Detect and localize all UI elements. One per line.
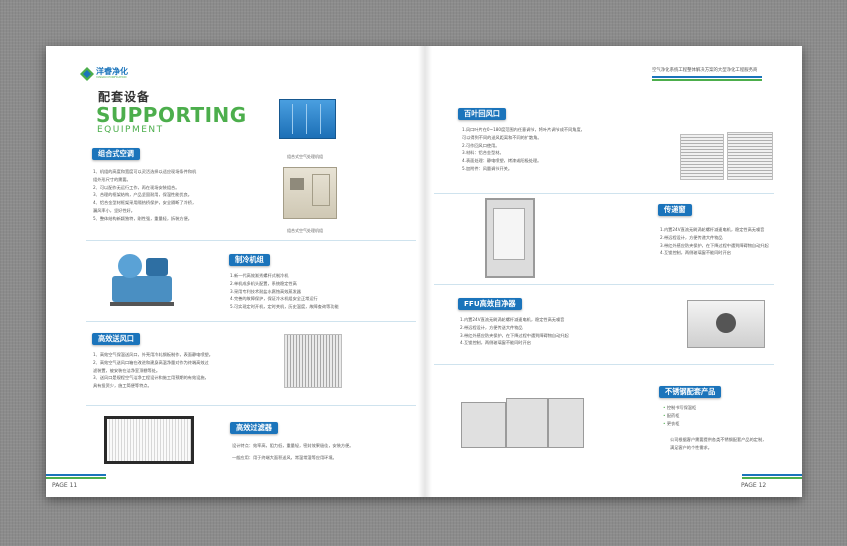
- section-text-ahu: 1、机组的高度和宽度可以灵活选择以适应现场条件和机 组外形尺寸的需要。 2、可以…: [93, 169, 197, 221]
- ahu-caption-2: 组合式空气处理机组: [287, 228, 323, 233]
- page-number-left: PAGE 11: [52, 482, 78, 489]
- divider: [86, 240, 416, 241]
- section-text-ffu: 1.内置24V直流无刷涡轮螺杆减速电机，稳定性高无噪音 2.带远程设计，方便传送…: [460, 317, 569, 346]
- section-list-stainless: • 控制书写保温柜 • 配药柜 • 更衣柜: [663, 405, 697, 426]
- left-page: 洋睿净化 YANGRUI PURIFICATION 配套设备 SUPPORTIN…: [46, 46, 424, 497]
- divider: [86, 405, 416, 406]
- section-label-ahu: 组合式空调: [92, 148, 140, 160]
- pass-box-image: [485, 198, 535, 278]
- divider: [86, 321, 416, 322]
- section-text-supply-outlet: 1、高效空气保温送风口，外壳用冷轧钢板制作，表面静电喷塑。 2、高效空气送风口箱…: [93, 352, 213, 389]
- section-label-hepa: 高效过滤器: [230, 422, 278, 434]
- right-page: 空气净化系统工程整体解决方案的大型净化工程服务商 百叶回风口 1.风口叶片在0~…: [424, 46, 802, 497]
- title-en-2: EQUIPMENT: [97, 125, 164, 135]
- hepa-filter-image: [104, 416, 194, 464]
- divider: [434, 364, 774, 365]
- page-number-right: PAGE 12: [741, 482, 767, 489]
- ahu-image-2: [283, 167, 337, 219]
- supply-outlet-image: [284, 334, 342, 388]
- brand-name: 洋睿净化: [96, 67, 128, 76]
- chiller-image: [108, 246, 178, 310]
- brand-subtitle: YANGRUI PURIFICATION: [96, 76, 127, 79]
- brand-logo-icon: [80, 67, 94, 81]
- divider: [434, 284, 774, 285]
- louver-image-2: [727, 132, 773, 180]
- right-header-text: 空气净化系统工程整体解决方案的大型净化工程服务商: [652, 68, 758, 73]
- footer-line: [742, 477, 802, 479]
- brochure-spread: 洋睿净化 YANGRUI PURIFICATION 配套设备 SUPPORTIN…: [46, 46, 802, 497]
- section-text-hepa: 设计特点：效率高，阻力低，重量轻，密封效果极佳，安装方便。 一般应用：用于终端大…: [232, 443, 354, 460]
- footer-line: [742, 474, 802, 476]
- section-label-pass-box: 传递窗: [658, 204, 692, 216]
- section-text-louver: 1.风口叶片在0~180度范围内任意调节，将叶片调节成不同角度， 可以得到不同的…: [462, 127, 585, 171]
- brand-logo: [80, 66, 94, 85]
- header-line: [652, 76, 762, 78]
- louver-image-1: [680, 134, 724, 180]
- page-fold: [418, 46, 432, 497]
- section-text-pass-box: 1.内置24V直流无刷涡轮螺杆减速电机，稳定性高无噪音 2.带远程设计，方便传递…: [660, 227, 769, 256]
- cabinet-image-1: [461, 402, 506, 448]
- cabinet-image-2: [506, 398, 548, 448]
- divider: [434, 193, 774, 194]
- section-label-chiller: 制冷机组: [229, 254, 270, 266]
- section-text-stainless: 公司根据客户需要提供各类不锈钢配套产品的定制， 满足客户的个性需求。: [670, 437, 767, 450]
- section-label-supply-outlet: 高效送风口: [92, 333, 140, 345]
- section-label-stainless: 不锈钢配套产品: [659, 386, 722, 398]
- title-en-1: SUPPORTING: [96, 103, 247, 127]
- header-line: [652, 79, 762, 81]
- cabinet-image-3: [548, 398, 584, 448]
- ffu-image: [687, 300, 765, 348]
- ahu-image-1: [279, 99, 336, 139]
- footer-line: [46, 477, 106, 479]
- footer-line: [46, 474, 106, 476]
- section-label-louver: 百叶回风口: [458, 108, 506, 120]
- section-label-ffu: FFU高效自净器: [458, 298, 522, 310]
- ahu-caption-1: 组合式空气处理机组: [287, 154, 323, 159]
- section-text-chiller: 1.新一代高效渐秀螺杆式制冷机 2.单机成多机头配置，系统稳定性高 3.采用专利…: [230, 273, 339, 310]
- title-cn: 配套设备: [98, 90, 151, 104]
